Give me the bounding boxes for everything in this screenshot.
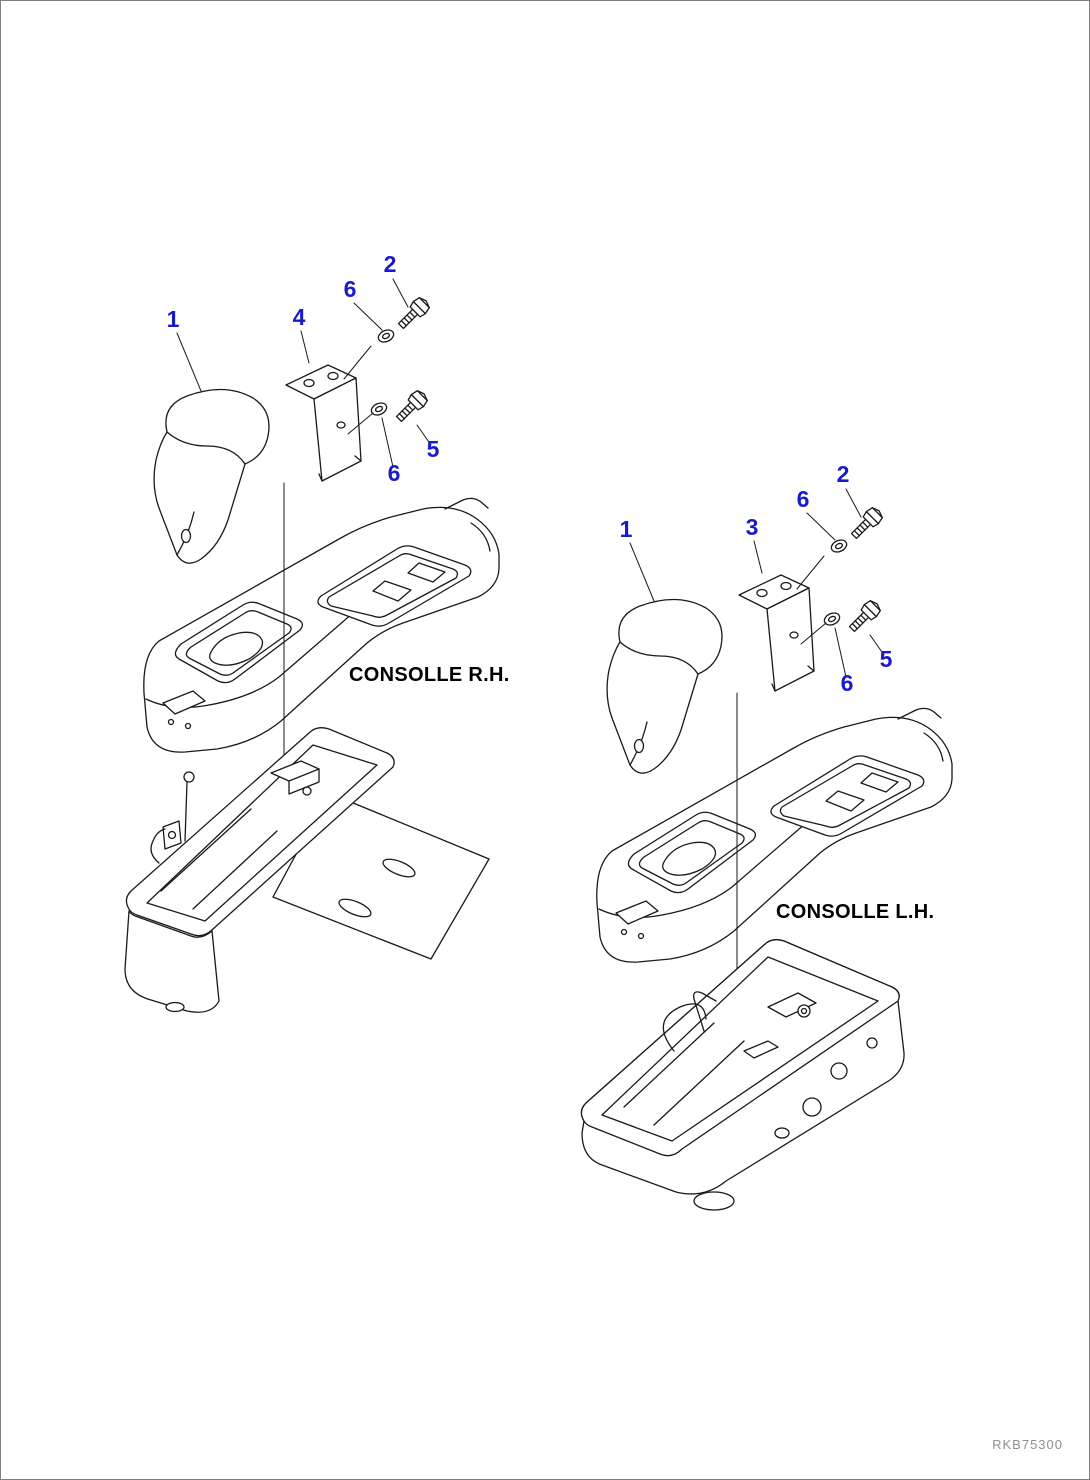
callout-bolt-top: 2 — [384, 251, 397, 277]
callout-bolt-side: 5 — [427, 436, 440, 462]
console-rh-callouts: 1 4 6 2 5 6 — [167, 251, 440, 486]
console-lh-base-drawing — [580, 939, 905, 1211]
console-lh-callouts: 1 3 6 2 5 6 — [620, 461, 893, 696]
callout-washer-top: 6 — [344, 276, 357, 302]
callout-armrest: 1 — [167, 306, 180, 332]
callout-washer-side: 6 — [841, 670, 854, 696]
callout-plate: 4 — [293, 304, 306, 330]
callout-washer-top: 6 — [797, 486, 810, 512]
drawing-code: RKB75300 — [992, 1437, 1063, 1452]
console-rh-base-drawing — [124, 727, 490, 1013]
callout-plate: 3 — [746, 514, 759, 540]
console-lh-label: CONSOLLE L.H. — [776, 901, 934, 923]
console-lh-assembly: 1 3 6 2 5 6 CONSOLLE L.H. — [580, 461, 952, 1211]
callout-washer-side: 6 — [388, 460, 401, 486]
callout-armrest: 1 — [620, 516, 633, 542]
callout-bolt-top: 2 — [837, 461, 850, 487]
console-rh-label: CONSOLLE R.H. — [349, 664, 510, 686]
console-rh-assembly: 1 4 6 2 5 6 CONSOLLE R.H. — [124, 251, 510, 1013]
callout-bolt-side: 5 — [880, 646, 893, 672]
